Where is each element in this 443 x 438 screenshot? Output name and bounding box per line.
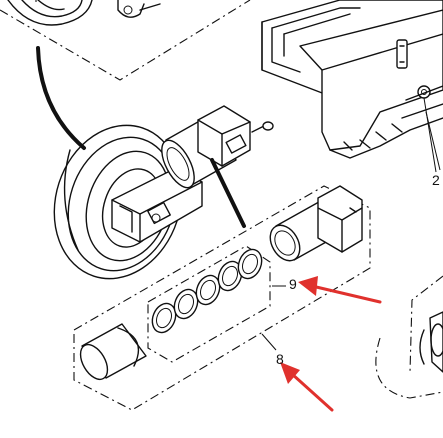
- top-wheel-fragment: [7, 0, 93, 26]
- red-arrow-8: [280, 362, 334, 412]
- red-arrow-9: [298, 276, 382, 304]
- small-bolt: [251, 121, 274, 133]
- track-frame-bracket: [261, 0, 443, 159]
- callout-label-2: 2: [432, 172, 440, 188]
- bushing-bracket: [317, 185, 363, 253]
- callout-label-8: 8: [276, 351, 284, 367]
- seal-rings: [151, 248, 263, 334]
- bottom-right-fragment: [375, 275, 443, 399]
- pin-shaft: [79, 323, 147, 381]
- top-bolt-fragment: [117, 0, 161, 18]
- pillow-block: [197, 105, 251, 167]
- callout-label-9: 9: [289, 276, 297, 292]
